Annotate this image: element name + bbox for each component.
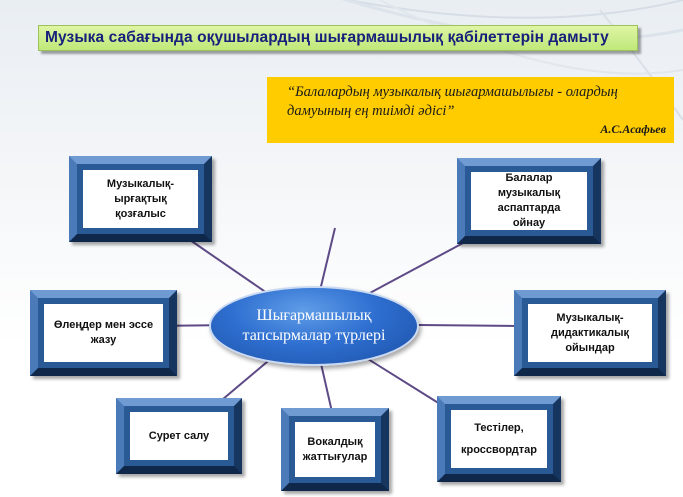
quote-author: А.С.Асафьев [600,122,666,136]
node-rhythm: Музыкалық-ырғақтық қозғалыс [69,156,212,242]
node-label: Вокалдық жаттығулар [302,435,368,463]
page-title: Музыка сабағында оқушылардың шығармашылы… [45,29,609,46]
center-label: Шығармашылық тапсырмалар түрлері [242,307,386,344]
node-tests: Тестілер, кроссвордтар [437,396,561,482]
node-drawing: Сурет салу [116,398,242,474]
node-label: Музыкалық-ырғақтық қозғалыс [106,177,175,220]
quote-box: “Балалардың музыкалық шығармашылығы - ол… [267,77,674,143]
quote-text: “Балалардың музыкалық шығармашылығы - ол… [287,84,618,119]
node-poems: Өлеңдер мен эссе жазу [30,290,177,376]
node-label: Тестілер, кроссвордтар [460,422,538,456]
node-instruments: Балалар музыкалық аспаптарда ойнау [457,158,601,244]
node-didactic: Музыкалық-дидактикалық ойындар [514,290,666,376]
title-banner: Музыка сабағында оқушылардың шығармашылы… [38,25,638,51]
node-label: Өлеңдер мен эссе жазу [53,319,154,346]
node-vocal: Вокалдық жаттығулар [281,408,389,491]
center-node: Шығармашылық тапсырмалар түрлері [209,286,419,366]
node-label: Балалар музыкалық аспаптарда ойнау [497,172,561,229]
node-label: Музыкалық-дидактикалық ойындар [550,311,629,354]
node-label: Сурет салу [148,429,210,442]
